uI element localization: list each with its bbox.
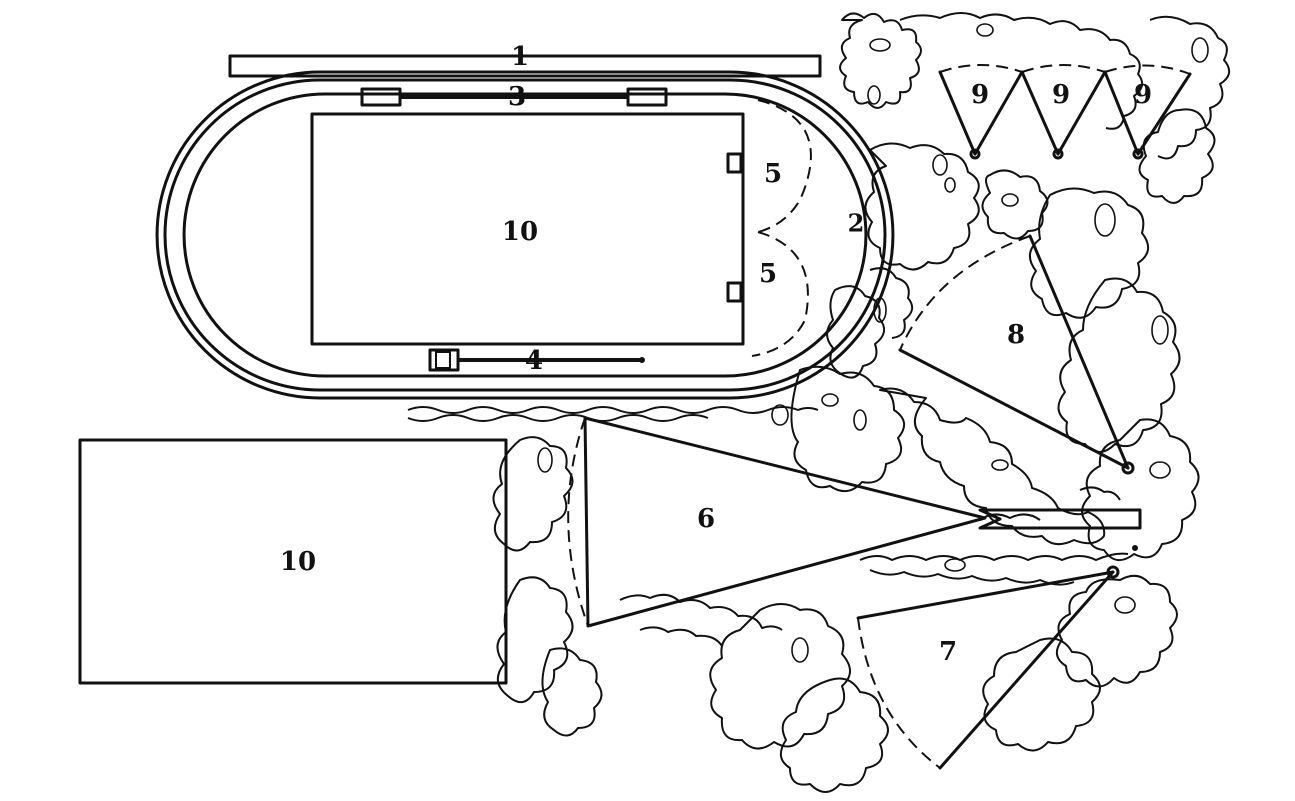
label-oval-track: 2 [848, 209, 865, 238]
vegetation-edge-wave [407, 406, 819, 422]
label-jump-runway-bottom: 4 [525, 346, 543, 376]
small-sector-1 [938, 64, 1024, 160]
vegetation-blobs [537, 23, 1209, 663]
throwing-sector-right [898, 234, 1135, 475]
small-sector-3 [1103, 64, 1192, 160]
label-infield: 10 [502, 217, 538, 247]
label-throwing-sector-bottom: 7 [939, 637, 957, 667]
label-throwing-sector-large: 6 [697, 504, 715, 534]
label-practice-field: 10 [280, 547, 316, 577]
jump-runway-top [360, 87, 668, 107]
label-end-area-upper: 5 [764, 159, 782, 189]
infield [310, 112, 745, 346]
end-area-lower [751, 231, 809, 357]
label-straight-track: 1 [511, 42, 529, 72]
label-small-sector-3: 9 [1134, 80, 1152, 110]
label-throwing-sector-right: 8 [1007, 320, 1025, 350]
label-small-sector-2: 9 [1052, 80, 1070, 110]
jump-runway-bottom [428, 348, 645, 372]
small-sector-2 [1020, 64, 1107, 160]
practice-field [78, 438, 508, 685]
straight-track [228, 54, 822, 78]
end-area-upper [757, 99, 812, 233]
throwing-sector-large [567, 416, 1142, 628]
label-small-sector-1: 9 [971, 80, 989, 110]
throwing-sector-bottom [856, 565, 1120, 770]
label-end-area-lower: 5 [759, 259, 777, 289]
vegetation-borders [492, 12, 1231, 793]
label-jump-runway-top: 3 [508, 82, 526, 112]
oval-track [155, 70, 895, 400]
